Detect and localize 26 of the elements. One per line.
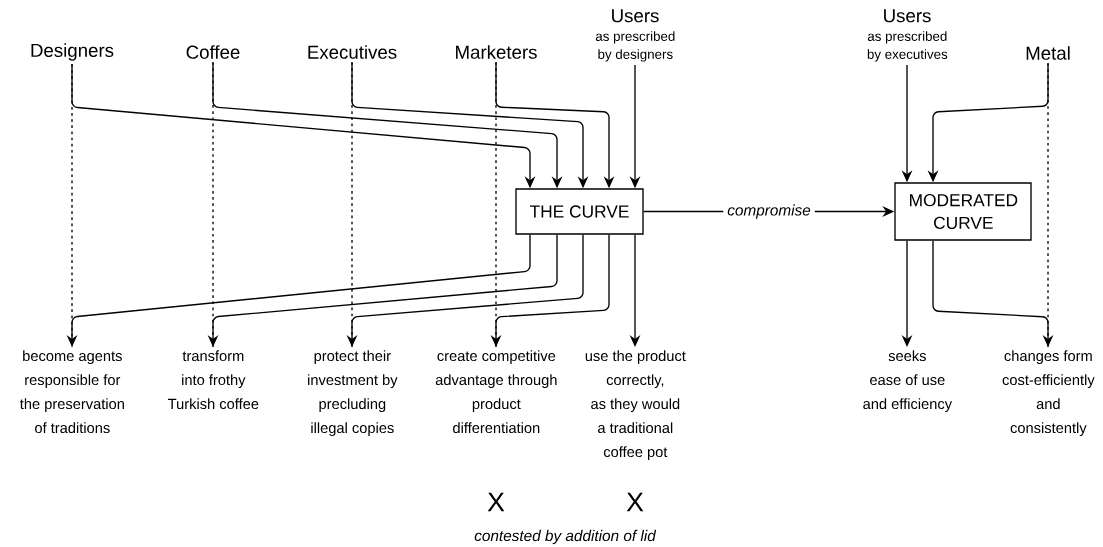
actor-label: Users as prescribed by executives (867, 9, 948, 62)
cross-mark: X (487, 492, 505, 512)
actor-label: Users as prescribed by designers (595, 9, 675, 62)
actor-label: Designers (31, 43, 114, 61)
outcome-text: become agents responsible for the preservation of traditions (20, 350, 124, 434)
dotted-line (71, 63, 73, 348)
outcome-text: protect their investment by precluding illegal copies (308, 350, 398, 436)
outcome-text: seeks ease of use and efficiency (863, 350, 952, 412)
actor-label: Marketers (456, 45, 537, 59)
outcome-text: use the product correctly, as they would a traditional coffee pot (585, 350, 686, 460)
process-box: MODERATED CURVE (894, 182, 1032, 241)
edge-label: compromise (723, 200, 815, 223)
dotted-line (212, 61, 214, 348)
actor-label: Metal (1026, 46, 1070, 60)
process-box: THE CURVE (515, 188, 644, 235)
cross-mark: X (626, 492, 644, 512)
note: contested by addition of lid (474, 529, 657, 545)
actor-label: Coffee (186, 45, 240, 59)
arrow (932, 240, 1054, 347)
outcome-text: transform into frothy Turkish coffee (168, 350, 259, 410)
dotted-line (1047, 62, 1049, 348)
dotted-line (351, 61, 353, 348)
actor-label: Executives (308, 45, 397, 59)
outcome-text: changes form cost-efficiently and consistently (1002, 350, 1095, 436)
outcome-text: create competitive advantage through product differentiation (435, 350, 557, 434)
dotted-line (495, 61, 497, 348)
